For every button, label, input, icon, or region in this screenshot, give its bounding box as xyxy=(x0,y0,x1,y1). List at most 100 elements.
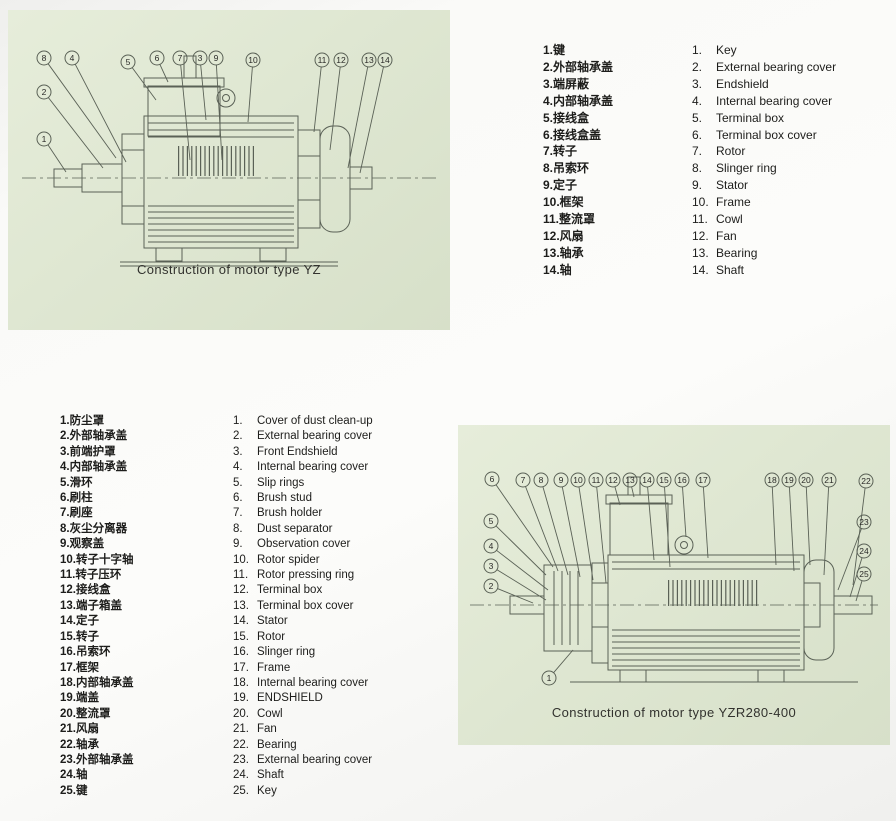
svg-text:12: 12 xyxy=(336,55,346,65)
callout-13: 13 xyxy=(622,472,638,498)
callout-14: 14 xyxy=(359,52,393,174)
svg-text:13: 13 xyxy=(364,55,374,65)
parts-list-item: 12.风扇 xyxy=(543,228,584,243)
callout-1: 1 xyxy=(541,649,574,686)
callout-25: 25 xyxy=(855,566,872,602)
parts-list-item: 21.Fan xyxy=(233,723,277,736)
svg-text:2: 2 xyxy=(489,581,494,591)
svg-text:14: 14 xyxy=(642,475,652,485)
callout-19: 19 xyxy=(781,472,797,572)
parts-list-item: 8.Slinger ring xyxy=(692,161,777,176)
parts-list-item: 7.Brush holder xyxy=(233,507,323,520)
callout-4: 4 xyxy=(64,50,127,163)
parts-list-item: 16.吊索环 xyxy=(60,646,111,659)
svg-text:18: 18 xyxy=(767,475,777,485)
parts-list-item: 25.键 xyxy=(60,784,88,797)
parts-list-item: 6.刷柱 xyxy=(60,492,93,505)
parts-list-item: 11.Rotor pressing ring xyxy=(233,569,355,582)
callout-17: 17 xyxy=(695,472,711,559)
callout-10: 10 xyxy=(245,52,261,123)
svg-text:11: 11 xyxy=(592,475,601,485)
svg-text:7: 7 xyxy=(521,475,526,485)
parts-list-item: 3.端屏蔽 xyxy=(543,76,590,91)
parts-list-item: 17.Frame xyxy=(233,661,291,674)
callout-20: 20 xyxy=(798,472,814,566)
parts-list-item: 8.吊索环 xyxy=(543,161,590,176)
svg-text:3: 3 xyxy=(489,561,494,571)
parts-list-item: 10.框架 xyxy=(543,195,584,210)
parts-list-item: 25.Key xyxy=(233,784,277,797)
callout-23: 23 xyxy=(837,514,872,591)
parts-list-item: 2.External bearing cover xyxy=(692,59,837,74)
parts-list-item: 9.观察盖 xyxy=(60,538,105,551)
parts-list-item: 11.整流罩 xyxy=(543,212,596,227)
parts-list-item: 7.Rotor xyxy=(692,144,746,159)
svg-text:6: 6 xyxy=(155,53,160,63)
svg-text:4: 4 xyxy=(70,53,75,63)
parts-list-item: 21.风扇 xyxy=(60,723,99,736)
parts-list-item: 3.Endshield xyxy=(692,76,769,91)
parts-list-item: 3.Front Endshield xyxy=(233,445,338,458)
callout-7: 7 xyxy=(515,472,559,572)
svg-text:16: 16 xyxy=(677,475,687,485)
svg-text:4: 4 xyxy=(489,541,494,551)
callout-8: 8 xyxy=(36,50,117,159)
svg-text:6: 6 xyxy=(490,474,495,484)
parts-list-item: 24.Shaft xyxy=(233,769,284,782)
callout-24: 24 xyxy=(849,543,872,598)
callout-9: 9 xyxy=(208,50,224,161)
callout-18: 18 xyxy=(764,472,780,566)
parts-list-item: 10.Frame xyxy=(692,195,751,210)
parts-list-item: 10.Rotor spider xyxy=(233,553,320,566)
svg-text:20: 20 xyxy=(801,475,811,485)
svg-text:10: 10 xyxy=(248,55,258,65)
callout-12: 12 xyxy=(605,472,621,506)
parts-list-item: 10.转子十字轴 xyxy=(60,553,134,566)
parts-list-item: 13.轴承 xyxy=(543,245,584,260)
parts-list-item: 13.Bearing xyxy=(692,245,758,260)
parts-list-item: 11.转子压环 xyxy=(60,569,122,582)
svg-text:14: 14 xyxy=(380,55,390,65)
svg-text:9: 9 xyxy=(559,475,564,485)
parts-list-item: 18.内部轴承盖 xyxy=(60,676,134,689)
parts-list-item: 14.Shaft xyxy=(692,262,745,277)
callout-2: 2 xyxy=(483,578,534,604)
yz-motor-line-art xyxy=(22,55,440,267)
callout-10: 10 xyxy=(570,472,594,581)
parts-list-item: 5.滑环 xyxy=(60,476,93,489)
parts-list-item: 1.键 xyxy=(543,43,566,57)
callout-6: 6 xyxy=(149,50,169,83)
svg-text:1: 1 xyxy=(547,673,552,683)
parts-list-item: 23.外部轴承盖 xyxy=(60,753,134,766)
svg-text:8: 8 xyxy=(539,475,544,485)
svg-text:15: 15 xyxy=(659,475,669,485)
parts-list-item: 20.Cowl xyxy=(233,707,283,720)
parts-list-item: 4.Internal bearing cover xyxy=(692,93,833,108)
svg-text:13: 13 xyxy=(625,475,635,485)
parts-list-item: 6.接线盒盖 xyxy=(543,127,602,142)
parts-list-item: 3.前端护罩 xyxy=(60,445,116,458)
yz-caption: Construction of motor type YZ xyxy=(136,262,322,277)
parts-list-item: 15.Rotor xyxy=(233,630,286,643)
callout-13: 13 xyxy=(347,52,377,169)
parts-list-item: 7.刷座 xyxy=(60,507,93,520)
parts-list-item: 8.Dust separator xyxy=(233,522,333,535)
parts-list-item: 12.接线盒 xyxy=(60,584,111,597)
svg-text:19: 19 xyxy=(784,475,794,485)
parts-list-item: 8.灰尘分离器 xyxy=(60,522,128,535)
parts-list-item: 1.防尘罩 xyxy=(60,415,105,427)
parts-list-item: 7.转子 xyxy=(543,144,578,159)
parts-list-item: 9.Observation cover xyxy=(233,538,351,551)
svg-text:3: 3 xyxy=(198,53,203,63)
svg-text:21: 21 xyxy=(824,475,834,485)
callout-7: 7 xyxy=(172,50,191,161)
svg-text:7: 7 xyxy=(178,53,183,63)
parts-list-item: 14.定子 xyxy=(60,615,99,628)
svg-text:8: 8 xyxy=(42,53,47,63)
parts-list-item: 6.Brush stud xyxy=(233,492,312,505)
parts-list-item: 11.Cowl xyxy=(692,212,743,227)
